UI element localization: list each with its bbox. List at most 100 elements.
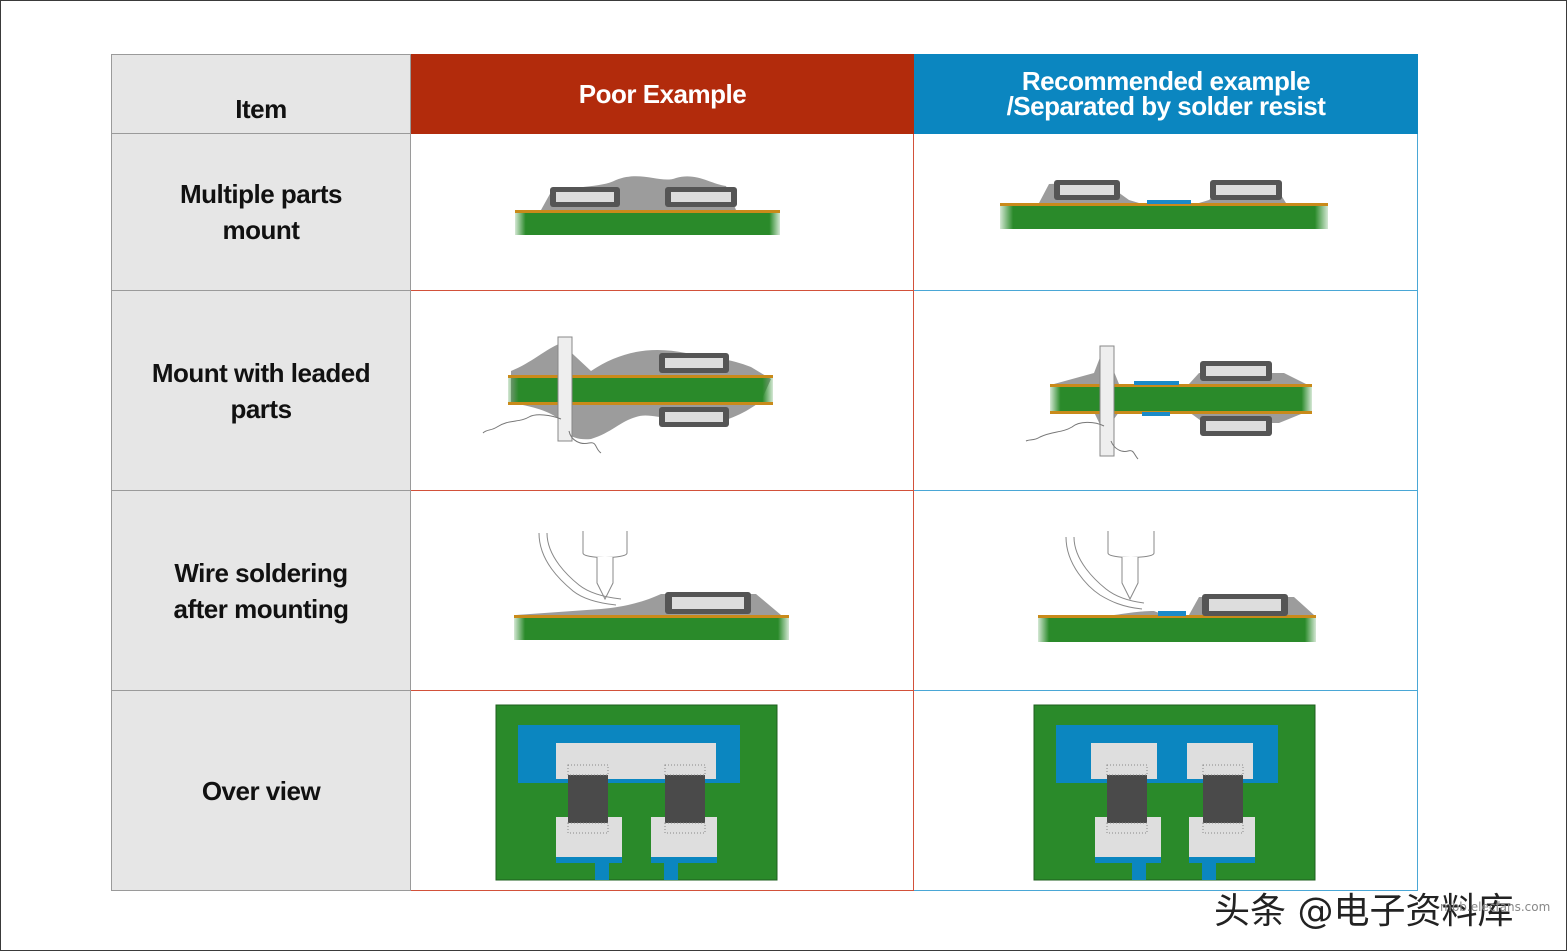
solder-resist-top xyxy=(1134,381,1179,385)
soldering-iron-tip xyxy=(1121,557,1139,601)
recommended-over-view-cell xyxy=(914,691,1418,891)
row-label-line1: Multiple parts xyxy=(179,179,343,209)
copper-layer xyxy=(514,615,789,618)
recommended-multiple-parts-diagram xyxy=(1000,180,1328,229)
resist-strip xyxy=(651,857,717,863)
resist-strip xyxy=(556,857,622,863)
soldering-iron-tip xyxy=(596,557,614,601)
comparison-table: Item Poor Example Recommended example /S… xyxy=(111,54,1418,891)
poor-over-view-cell xyxy=(411,691,914,891)
poor-leaded-parts-diagram xyxy=(482,336,773,454)
soldering-iron-body xyxy=(1107,531,1155,558)
row-label-wire-soldering: Wire soldering after mounting xyxy=(111,491,411,691)
pcb-board xyxy=(1050,387,1312,411)
row-label-line1: Over view xyxy=(201,775,321,806)
pcb-board xyxy=(1038,618,1316,642)
poor-wire-soldering-diagram xyxy=(514,531,789,640)
header-poor-label: Poor Example xyxy=(578,78,747,109)
watermark: 头条 @电子资料库 xyxy=(1214,891,1514,932)
lead-wire xyxy=(568,430,602,454)
chip-body xyxy=(671,192,731,202)
trace-left xyxy=(595,863,609,880)
header-poor-example: Poor Example xyxy=(411,54,914,134)
chip-body xyxy=(1216,185,1276,195)
copper-layer xyxy=(1000,203,1328,206)
row-label-line1: Wire soldering xyxy=(174,557,348,588)
wire-inner xyxy=(1073,536,1145,604)
chip-body xyxy=(665,412,723,422)
ic-right-leads-bottom xyxy=(664,822,706,834)
pcb-board xyxy=(508,378,773,402)
recommended-leaded-parts-cell xyxy=(914,291,1418,491)
row-label-line2: parts xyxy=(230,393,292,424)
header-recommended-line1: Recommended example xyxy=(1021,66,1311,96)
copper-layer xyxy=(515,210,780,213)
ic-left-leads-bottom xyxy=(1106,822,1148,834)
wire-outer xyxy=(1065,536,1143,610)
recommended-leaded-parts-diagram xyxy=(1025,345,1312,460)
header-item-label: Item xyxy=(235,94,287,124)
poor-multiple-parts-cell xyxy=(411,134,914,291)
chip-body xyxy=(1060,185,1114,195)
watermark-small: mbb.elecfans.com xyxy=(1440,900,1551,914)
ic-right-leads-bottom xyxy=(1202,822,1244,834)
trace-left xyxy=(1132,863,1146,880)
chip-body xyxy=(1206,366,1266,376)
row-label-over-view: Over view xyxy=(111,691,411,891)
ic-left xyxy=(1107,775,1147,823)
resist-strip xyxy=(1189,857,1255,863)
chip-body xyxy=(672,597,744,609)
ic-left-leads-top xyxy=(567,764,609,776)
poor-leaded-parts-cell xyxy=(411,291,914,491)
ic-left-leads-bottom xyxy=(567,822,609,834)
header-item: Item xyxy=(111,54,411,134)
ic-left-leads-top xyxy=(1106,764,1148,776)
ic-right xyxy=(1203,775,1243,823)
header-recommended-label: Recommended example /Separated by solder… xyxy=(1006,66,1326,121)
row-label-leaded-parts: Mount with leaded parts xyxy=(111,291,411,491)
poor-wire-soldering-cell xyxy=(411,491,914,691)
soldering-iron-body xyxy=(582,531,628,558)
recommended-wire-soldering-diagram xyxy=(1038,531,1316,642)
recommended-multiple-parts-cell xyxy=(914,134,1418,291)
solder-at-wire xyxy=(1039,611,1164,619)
ic-right-leads-top xyxy=(1202,764,1244,776)
lead-wire xyxy=(482,414,562,434)
row-label-line1: Mount with leaded xyxy=(151,357,371,388)
row-label-multiple-parts: Multiple parts mount xyxy=(111,134,411,291)
solder-resist-dam xyxy=(1158,611,1186,616)
copper-layer xyxy=(1038,615,1316,618)
recommended-wire-soldering-cell xyxy=(914,491,1418,691)
wire-outer xyxy=(538,532,617,606)
wire-inner xyxy=(546,532,622,600)
chip-body xyxy=(1209,599,1281,611)
pcb-board xyxy=(515,213,780,235)
row-label-line2: mount xyxy=(222,215,300,245)
lead-wire xyxy=(1110,440,1139,460)
trace-right xyxy=(1202,863,1216,880)
poor-over-view-diagram xyxy=(495,704,778,881)
row-label-line2: after mounting xyxy=(173,593,350,624)
ic-right-leads-top xyxy=(664,764,706,776)
ic-right xyxy=(665,775,705,823)
chip-body xyxy=(556,192,614,202)
header-recommended-example: Recommended example /Separated by solder… xyxy=(914,54,1418,134)
lead-pin xyxy=(1099,345,1115,457)
header-recommended-line2: /Separated by solder resist xyxy=(1006,91,1326,121)
trace-right xyxy=(664,863,678,880)
pcb-board xyxy=(1000,206,1328,229)
chip-body xyxy=(665,358,723,368)
solder-resist-dam xyxy=(1147,200,1191,204)
copper-layer-bottom xyxy=(1050,411,1312,414)
copper-layer-bottom xyxy=(508,402,773,405)
lead-pin xyxy=(557,336,573,442)
chip-body xyxy=(1206,421,1266,431)
poor-multiple-parts-diagram xyxy=(515,176,780,235)
resist-strip xyxy=(1095,857,1161,863)
pcb-board xyxy=(514,618,789,640)
ic-left xyxy=(568,775,608,823)
lead-wire xyxy=(1025,421,1105,442)
copper-layer-top xyxy=(508,375,773,378)
recommended-over-view-diagram xyxy=(1033,704,1316,881)
copper-layer-top xyxy=(1050,384,1312,387)
